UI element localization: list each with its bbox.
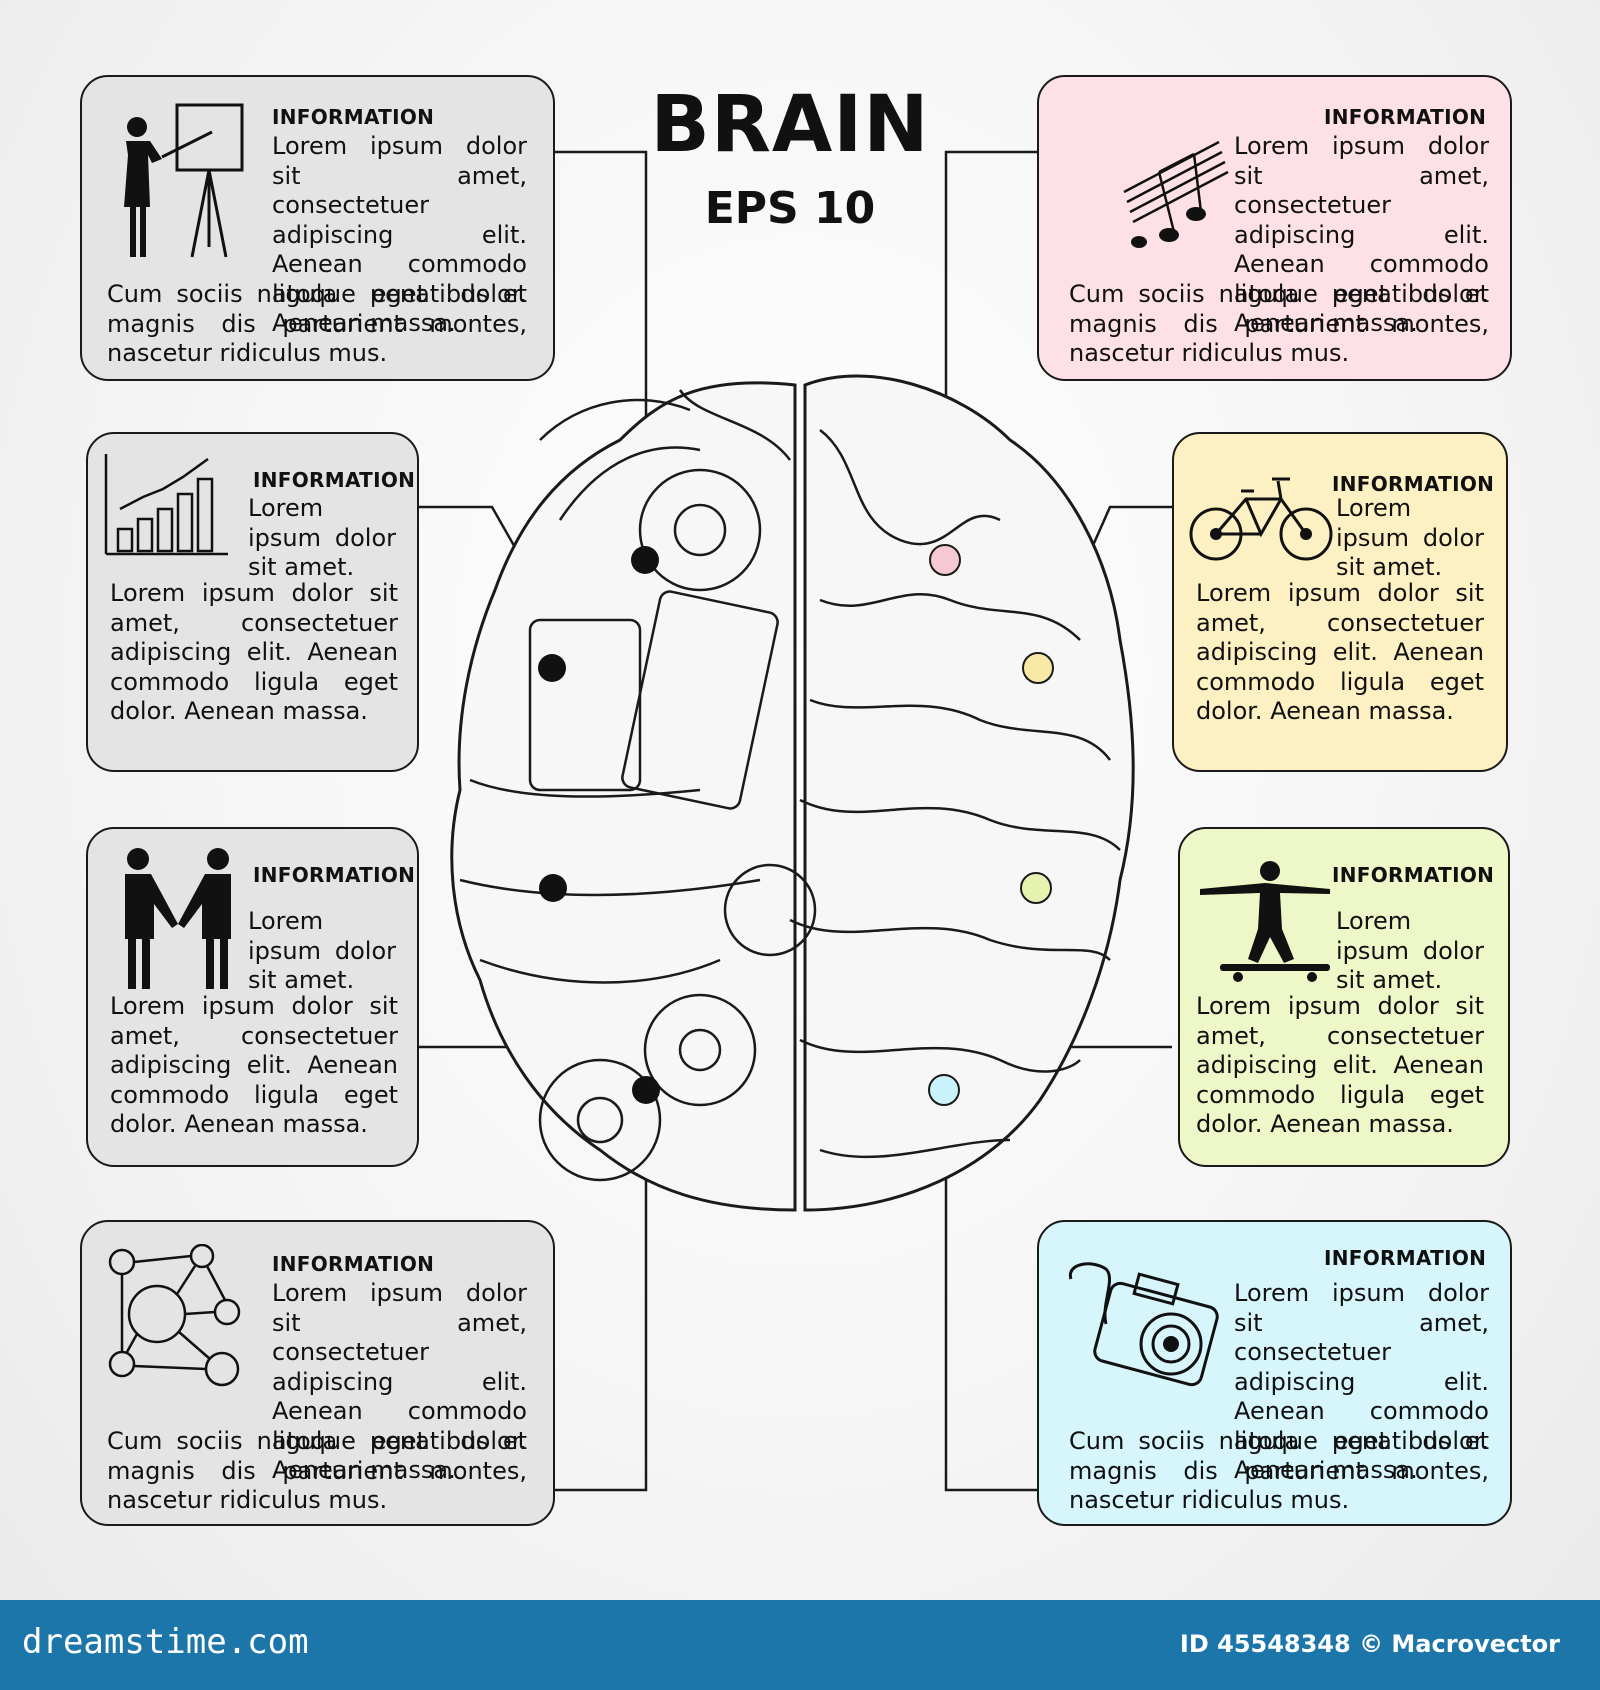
- handshake-icon: [125, 848, 231, 989]
- footer-credit: ID 45548348 © Macrovector: [1179, 1630, 1560, 1658]
- info-heading: INFORMATION: [1324, 1246, 1487, 1270]
- info-text-primary: Lorem ipsum dolor sit amet, consectetuer…: [1234, 132, 1489, 337]
- info-text-secondary: Lorem ipsum dolor sit amet, consectetuer…: [110, 579, 398, 725]
- growth-chart-icon: [104, 454, 228, 556]
- page-title: BRAIN: [650, 80, 930, 170]
- footer-bar: dreamstime.com ID 45548348 © Macrovector: [0, 1600, 1600, 1690]
- network-icon: [108, 1244, 241, 1387]
- info-box-skater: INFORMATION Lorem ipsum dolor sit amet. …: [1178, 827, 1510, 1167]
- brain-folds: [789, 429, 1121, 1159]
- info-heading: INFORMATION: [253, 863, 416, 887]
- info-text-primary: Lorem ipsum dolor sit amet.: [248, 907, 396, 994]
- gears-and-circuits: [459, 389, 817, 1182]
- info-box-music: INFORMATION Lorem ipsum dolor sit amet, …: [1037, 75, 1512, 381]
- info-box-network: INFORMATION Lorem ipsum dolor sit amet, …: [80, 1220, 555, 1526]
- info-text-secondary: Cum sociis natoque penatibus et magnis d…: [1069, 1427, 1489, 1514]
- info-box-presenter: INFORMATION Lorem ipsum dolor sit amet, …: [80, 75, 555, 381]
- info-text-primary: Lorem ipsum dolor sit amet.: [1336, 494, 1484, 581]
- info-text-primary: Lorem ipsum dolor sit amet, consectetuer…: [272, 1279, 527, 1484]
- presenter-icon: [124, 103, 244, 258]
- info-heading: INFORMATION: [253, 468, 416, 492]
- bicycle-icon: [1189, 477, 1333, 561]
- skateboarder-icon: [1200, 861, 1330, 982]
- camera-icon: [1068, 1262, 1219, 1387]
- info-text-secondary: Cum sociis natoque penatibus et magnis d…: [107, 280, 527, 367]
- info-text-secondary: Lorem ipsum dolor sit amet, consectetuer…: [1196, 992, 1484, 1138]
- info-text-secondary: Cum sociis natoque penatibus et magnis d…: [107, 1427, 527, 1514]
- footer-brand[interactable]: dreamstime.com: [22, 1622, 309, 1662]
- info-box-camera: INFORMATION Lorem ipsum dolor sit amet, …: [1037, 1220, 1512, 1526]
- info-heading: INFORMATION: [1332, 472, 1495, 496]
- info-heading: INFORMATION: [1324, 105, 1487, 129]
- info-box-growth: INFORMATION Lorem ipsum dolor sit amet. …: [86, 432, 419, 772]
- info-text-secondary: Cum sociis natoque penatibus et magnis d…: [1069, 280, 1489, 367]
- music-notes-icon: [1123, 140, 1229, 248]
- page-subtitle: EPS 10: [704, 183, 876, 234]
- info-box-handshake: INFORMATION Lorem ipsum dolor sit amet. …: [86, 827, 419, 1167]
- info-heading: INFORMATION: [272, 105, 435, 129]
- info-box-bicycle: INFORMATION Lorem ipsum dolor sit amet. …: [1172, 432, 1508, 772]
- info-heading: INFORMATION: [1332, 863, 1495, 887]
- info-text-primary: Lorem ipsum dolor sit amet.: [1336, 907, 1484, 994]
- info-text-primary: Lorem ipsum dolor sit amet, consectetuer…: [272, 132, 527, 337]
- info-heading: INFORMATION: [272, 1252, 435, 1276]
- brain-illustration: [450, 374, 1135, 1212]
- info-text-secondary: Lorem ipsum dolor sit amet, consectetuer…: [1196, 579, 1484, 725]
- info-text-primary: Lorem ipsum dolor sit amet, consectetuer…: [1234, 1279, 1489, 1484]
- info-text-secondary: Lorem ipsum dolor sit amet, consectetuer…: [110, 992, 398, 1138]
- info-text-primary: Lorem ipsum dolor sit amet.: [248, 494, 396, 581]
